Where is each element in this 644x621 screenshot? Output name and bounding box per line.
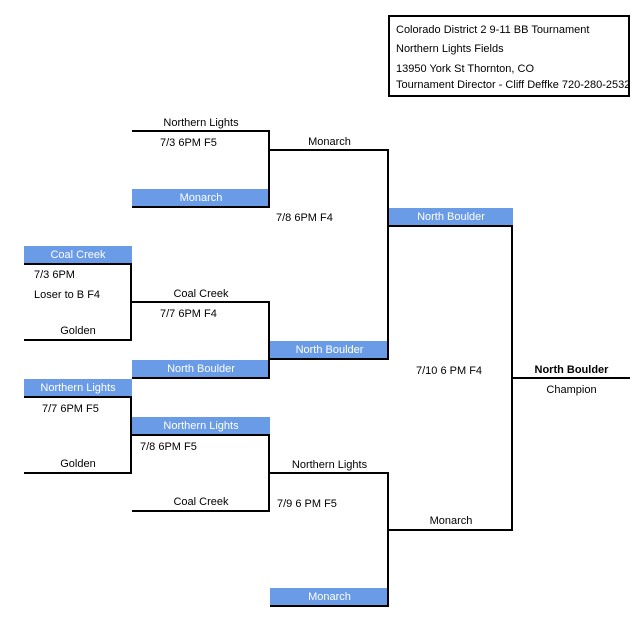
bracket-line (270, 358, 389, 360)
final-bottom-team: Monarch (429, 515, 473, 527)
r2-g2-top-team: Northern Lights (132, 417, 270, 435)
bracket-line (389, 529, 513, 531)
r2-g1-bottom-team: North Boulder (132, 360, 270, 378)
r1-g3-bottom-team: Golden (60, 458, 96, 470)
venue-address: 13950 York St Thornton, CO (396, 63, 534, 75)
bracket-line (270, 605, 389, 607)
r2-g1-schedule: 7/7 6PM F4 (160, 308, 217, 320)
bracket-line (132, 301, 270, 303)
r1-g1-schedule: 7/3 6PM F5 (160, 137, 217, 149)
bracket-line (132, 130, 270, 132)
bracket-line (513, 377, 630, 379)
bracket-line (24, 339, 132, 341)
bracket-line (24, 472, 132, 474)
venue-name: Northern Lights Fields (396, 43, 504, 55)
r1-g2-note: Loser to B F4 (34, 289, 101, 301)
r2-g1-top-team: Coal Creek (173, 288, 229, 300)
r1-g1-bottom-team: Monarch (132, 189, 270, 207)
bracket-connector (130, 263, 132, 341)
r2-g2-bottom-team: Coal Creek (173, 496, 229, 508)
bracket-connector (268, 130, 270, 208)
r1-g2-schedule: 7/3 6PM (34, 269, 75, 281)
bracket-line (270, 149, 389, 151)
bracket-connector (268, 434, 270, 512)
r3-g2-schedule: 7/9 6 PM F5 (277, 498, 337, 510)
r1-g2-bottom-team: Golden (60, 325, 96, 337)
r2-g2-schedule: 7/8 6PM F5 (140, 441, 197, 453)
bracket-connector (387, 149, 389, 360)
r1-g1-top-team: Northern Lights (163, 117, 239, 129)
tournament-title: Colorado District 2 9-11 BB Tournament (396, 24, 590, 36)
bracket-line (132, 206, 270, 208)
director-contact: Tournament Director - Cliff Deffke 720-2… (396, 79, 631, 91)
bracket-line (132, 377, 270, 379)
r1-g3-top-team: Northern Lights (24, 379, 132, 397)
champion-team: North Boulder (534, 364, 609, 376)
r1-g2-top-team: Coal Creek (24, 246, 132, 264)
bracket-line (24, 263, 132, 265)
tournament-info-box: Colorado District 2 9-11 BB Tournament N… (388, 15, 630, 97)
bracket-line (132, 510, 270, 512)
bracket-connector (511, 225, 513, 531)
bracket-line (270, 472, 389, 474)
bracket-line (24, 396, 132, 398)
r3-g1-bottom-team: North Boulder (270, 341, 389, 359)
r1-g3-schedule: 7/7 6PM F5 (42, 403, 99, 415)
bracket-connector (268, 301, 270, 379)
r3-g2-top-team: Northern Lights (291, 459, 368, 471)
bracket-line (132, 434, 270, 436)
final-schedule: 7/10 6 PM F4 (416, 365, 483, 377)
bracket-line (389, 225, 513, 227)
r3-g1-schedule: 7/8 6PM F4 (276, 212, 333, 224)
bracket-connector (130, 396, 132, 474)
r3-g2-bottom-team: Monarch (270, 588, 389, 606)
bracket-connector (387, 472, 389, 607)
r3-g1-top-team: Monarch (308, 136, 351, 148)
champion-label: Champion (546, 384, 597, 396)
final-top-team: North Boulder (389, 208, 513, 226)
